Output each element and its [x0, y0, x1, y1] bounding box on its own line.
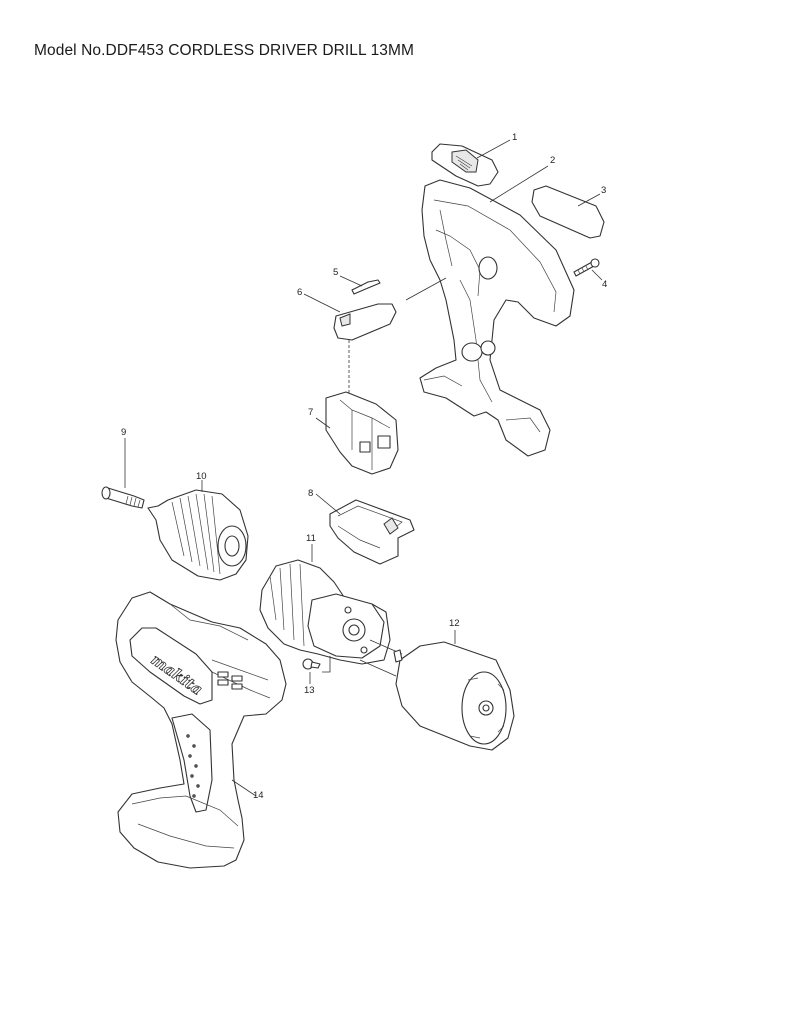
part-label-13: 13	[304, 685, 315, 696]
part-6-trigger	[303, 293, 397, 395]
part-1-switch-lever	[431, 139, 511, 187]
part-label-10: 10	[196, 471, 207, 482]
part-9-chuck-screw	[101, 438, 145, 509]
page-title: Model No.DDF453 CORDLESS DRIVER DRILL 13…	[34, 42, 415, 59]
part-11-gear-assembly	[259, 544, 403, 677]
part-12-dc-motor	[393, 630, 515, 751]
part-label-14: 14	[253, 790, 264, 801]
part-10-keyless-drill-chuck	[147, 480, 249, 581]
part-label-1: 1	[512, 132, 518, 143]
part-4-tapping-screw	[573, 258, 603, 281]
part-label-9: 9	[121, 427, 127, 438]
part-label-7: 7	[308, 407, 314, 418]
part-3-name-plate	[531, 185, 605, 239]
part-label-3: 3	[601, 185, 607, 196]
part-13-screw	[302, 656, 331, 684]
part-label-12: 12	[449, 618, 460, 629]
part-5-spring	[339, 275, 381, 295]
part-label-2: 2	[550, 155, 556, 166]
part-8-terminal-base	[315, 493, 415, 565]
part-label-6: 6	[297, 287, 303, 298]
part-label-4: 4	[602, 279, 608, 290]
part-7-switch	[315, 391, 399, 475]
part-label-5: 5	[333, 267, 339, 278]
part-2-housing-half	[405, 165, 575, 457]
part-label-11: 11	[306, 533, 316, 544]
part-14-housing-set: makita	[115, 591, 287, 869]
part-label-8: 8	[308, 488, 314, 499]
